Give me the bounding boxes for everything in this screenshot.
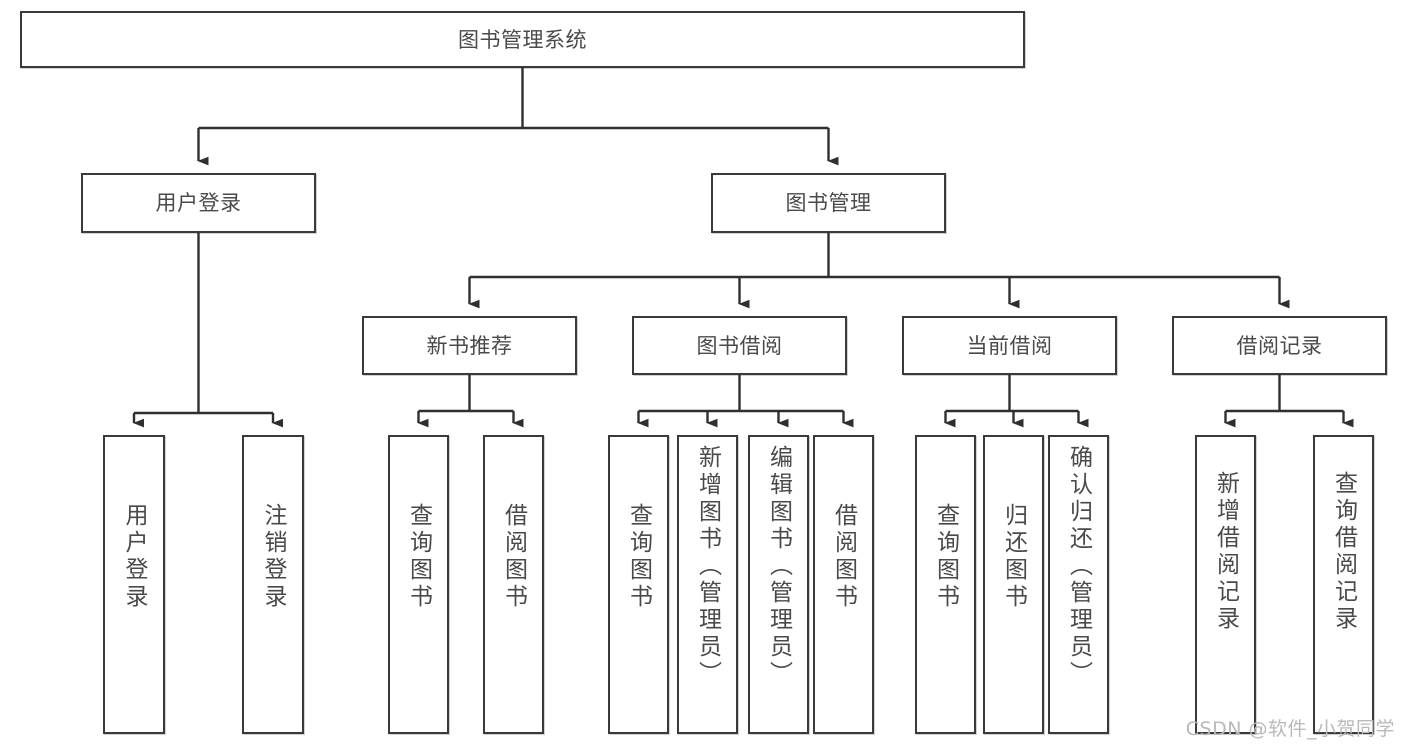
node-leaf-confirm-return-label: 确认归还（管理员） xyxy=(1065,445,1092,688)
node-leaf-confirm-return[interactable]: 确认归还（管理员） xyxy=(1048,435,1109,734)
node-current-borrow[interactable]: 当前借阅 xyxy=(902,316,1117,375)
node-book-manage[interactable]: 图书管理 xyxy=(711,173,946,233)
node-borrow-record[interactable]: 借阅记录 xyxy=(1172,316,1387,375)
node-leaf-query-book-3[interactable]: 查询图书 xyxy=(915,435,976,734)
node-leaf-query-book-1[interactable]: 查询图书 xyxy=(388,435,449,734)
node-user-login-label: 用户登录 xyxy=(155,191,242,215)
node-leaf-query-record[interactable]: 查询借阅记录 xyxy=(1313,435,1374,734)
node-leaf-user-login[interactable]: 用户登录 xyxy=(103,435,165,734)
node-book-borrow[interactable]: 图书借阅 xyxy=(632,316,847,375)
node-leaf-query-book-2[interactable]: 查询图书 xyxy=(608,435,669,734)
node-leaf-query-record-label: 查询借阅记录 xyxy=(1330,471,1357,633)
node-root[interactable]: 图书管理系统 xyxy=(20,11,1025,68)
watermark-text: CSDN @软件_小贺同学 xyxy=(1185,718,1395,740)
node-leaf-borrow-book-2-label: 借阅图书 xyxy=(830,503,857,611)
node-leaf-add-record-label: 新增借阅记录 xyxy=(1212,471,1239,633)
node-leaf-borrow-book-2[interactable]: 借阅图书 xyxy=(813,435,874,734)
node-leaf-return-book[interactable]: 归还图书 xyxy=(983,435,1044,734)
node-leaf-add-record[interactable]: 新增借阅记录 xyxy=(1195,435,1256,734)
node-user-login[interactable]: 用户登录 xyxy=(81,173,316,233)
node-leaf-edit-book-label: 编辑图书（管理员） xyxy=(765,445,792,688)
node-leaf-borrow-book-1-label: 借阅图书 xyxy=(500,503,527,611)
node-leaf-add-book[interactable]: 新增图书（管理员） xyxy=(677,435,738,734)
node-leaf-query-book-3-label: 查询图书 xyxy=(932,503,959,611)
node-leaf-edit-book[interactable]: 编辑图书（管理员） xyxy=(748,435,809,734)
node-borrow-record-label: 借阅记录 xyxy=(1236,333,1323,358)
node-root-label: 图书管理系统 xyxy=(458,27,587,52)
node-book-manage-label: 图书管理 xyxy=(785,191,872,215)
node-new-book-rec-label: 新书推荐 xyxy=(426,333,513,358)
node-leaf-query-book-2-label: 查询图书 xyxy=(625,503,652,611)
node-leaf-add-book-label: 新增图书（管理员） xyxy=(694,445,721,688)
node-leaf-user-login-label: 用户登录 xyxy=(121,503,147,611)
node-leaf-logout[interactable]: 注销登录 xyxy=(242,435,304,734)
node-current-borrow-label: 当前借阅 xyxy=(966,333,1053,358)
node-leaf-logout-label: 注销登录 xyxy=(260,503,286,611)
node-leaf-return-book-label: 归还图书 xyxy=(1000,503,1027,611)
node-new-book-rec[interactable]: 新书推荐 xyxy=(362,316,577,375)
node-leaf-borrow-book-1[interactable]: 借阅图书 xyxy=(483,435,544,734)
node-book-borrow-label: 图书借阅 xyxy=(696,333,783,358)
node-leaf-query-book-1-label: 查询图书 xyxy=(405,503,432,611)
